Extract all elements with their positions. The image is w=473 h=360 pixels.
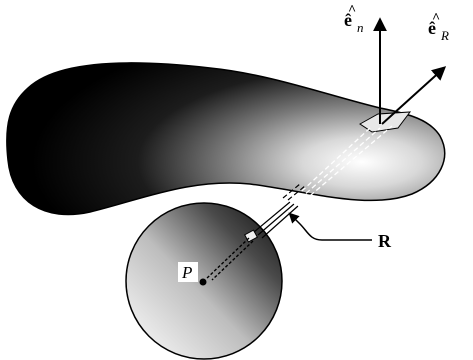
- line-bundle: [254, 202, 298, 238]
- radial-vector-arrow: [382, 68, 444, 124]
- radial-vector-label: ê: [428, 18, 436, 38]
- radial-vector-subscript: R: [440, 28, 449, 43]
- point-p: [200, 279, 207, 286]
- large-body: [7, 63, 445, 215]
- distance-leader: [290, 214, 372, 240]
- normal-vector-subscript: n: [357, 20, 364, 35]
- point-label: P: [181, 263, 192, 282]
- distance-label: R: [378, 231, 392, 251]
- normal-vector-label: ê: [344, 10, 352, 30]
